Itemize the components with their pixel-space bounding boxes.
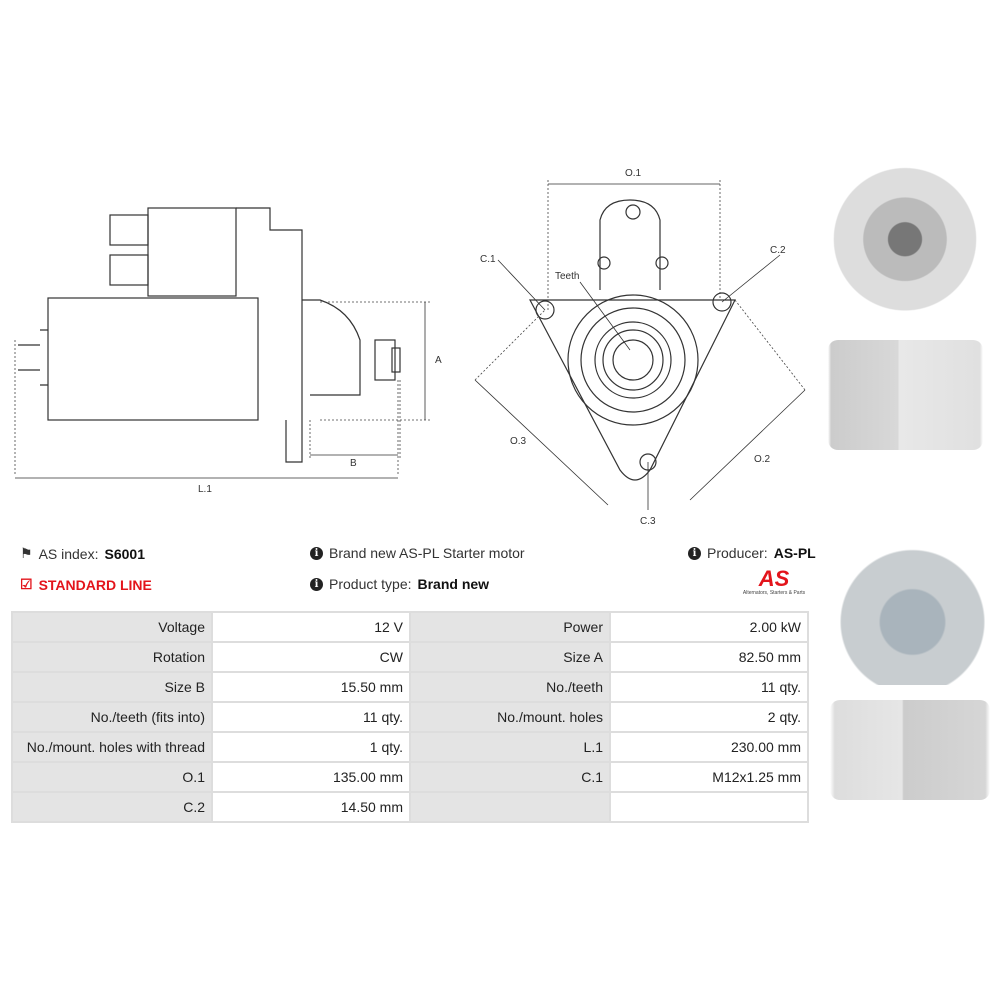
product-type-label: Product type: bbox=[329, 576, 412, 592]
spec-label: No./teeth bbox=[411, 673, 609, 701]
spec-value: 11 qty. bbox=[213, 703, 409, 731]
spec-value: 12 V bbox=[213, 613, 409, 641]
spec-value: 14.50 mm bbox=[213, 793, 409, 821]
checkbox-icon: ☑ bbox=[20, 576, 33, 592]
label-teeth: Teeth bbox=[555, 271, 579, 282]
spec-value: 1 qty. bbox=[213, 733, 409, 761]
info-icon: i bbox=[688, 546, 701, 560]
producer-label: Producer: bbox=[707, 545, 768, 561]
info-icon: i bbox=[310, 577, 323, 591]
product-photo-rear[interactable] bbox=[840, 460, 985, 685]
label-l1: L.1 bbox=[198, 484, 212, 495]
spec-value: 135.00 mm bbox=[213, 763, 409, 791]
logo-tagline: Alternators, Starters & Parts bbox=[742, 590, 806, 596]
spec-value: 11 qty. bbox=[611, 673, 807, 701]
label-c3: C.3 bbox=[640, 516, 656, 527]
spec-value: M12x1.25 mm bbox=[611, 763, 807, 791]
line-label: STANDARD LINE bbox=[38, 576, 152, 593]
product-type-value: Brand new bbox=[417, 576, 490, 592]
spec-label: No./mount. holes bbox=[411, 703, 609, 731]
spec-value: CW bbox=[213, 643, 409, 671]
as-index: ⚑ AS index: S6001 bbox=[20, 545, 145, 562]
spec-label: L.1 bbox=[411, 733, 609, 761]
spec-label: C.1 bbox=[411, 763, 609, 791]
spec-label: Power bbox=[411, 613, 609, 641]
side-view-diagram: A B L.1 bbox=[14, 207, 442, 495]
standard-line: ☑ STANDARD LINE bbox=[20, 576, 152, 593]
label-c1: C.1 bbox=[480, 254, 496, 265]
label-b: B bbox=[350, 458, 357, 469]
spec-value bbox=[611, 793, 807, 821]
label-o3: O.3 bbox=[510, 436, 527, 447]
spec-label: No./teeth (fits into) bbox=[13, 703, 211, 731]
label-o1: O.1 bbox=[625, 168, 642, 179]
label-a: A bbox=[435, 355, 442, 366]
spec-value: 82.50 mm bbox=[611, 643, 807, 671]
producer: i Producer: AS-PL bbox=[688, 545, 816, 561]
spec-label: Rotation bbox=[13, 643, 211, 671]
spec-label: No./mount. holes with thread bbox=[13, 733, 211, 761]
description: i Brand new AS-PL Starter motor bbox=[310, 545, 525, 561]
spec-value: 2 qty. bbox=[611, 703, 807, 731]
tags-icon: ⚑ bbox=[20, 545, 33, 561]
product-photo-label[interactable] bbox=[830, 700, 990, 800]
as-index-label: AS index: bbox=[38, 545, 99, 562]
spec-value: 2.00 kW bbox=[611, 613, 807, 641]
info-icon: i bbox=[310, 546, 323, 560]
product-photo-front[interactable] bbox=[830, 165, 980, 330]
product-type: i Product type: Brand new bbox=[310, 576, 489, 592]
spec-value: 15.50 mm bbox=[213, 673, 409, 701]
spec-label: Voltage bbox=[13, 613, 211, 641]
spec-label: C.2 bbox=[13, 793, 211, 821]
spec-label bbox=[411, 793, 609, 821]
as-pl-logo: AS Alternators, Starters & Parts bbox=[735, 566, 813, 597]
spec-value: 230.00 mm bbox=[611, 733, 807, 761]
description-text: Brand new AS-PL Starter motor bbox=[329, 545, 525, 561]
spec-label: Size A bbox=[411, 643, 609, 671]
label-o2: O.2 bbox=[754, 454, 771, 465]
spec-label: O.1 bbox=[13, 763, 211, 791]
front-view-diagram: O.1 C.1 C.2 Teeth O.3 O.2 C.3 bbox=[474, 168, 806, 527]
label-c2: C.2 bbox=[770, 245, 786, 256]
product-photo-side[interactable] bbox=[828, 340, 983, 450]
spec-row: No./teeth (fits into)11 qty.No./mount. h… bbox=[13, 703, 807, 731]
logo-mark: AS bbox=[758, 566, 790, 591]
producer-value: AS-PL bbox=[773, 545, 816, 561]
as-index-value: S6001 bbox=[104, 545, 145, 562]
spec-label: Size B bbox=[13, 673, 211, 701]
